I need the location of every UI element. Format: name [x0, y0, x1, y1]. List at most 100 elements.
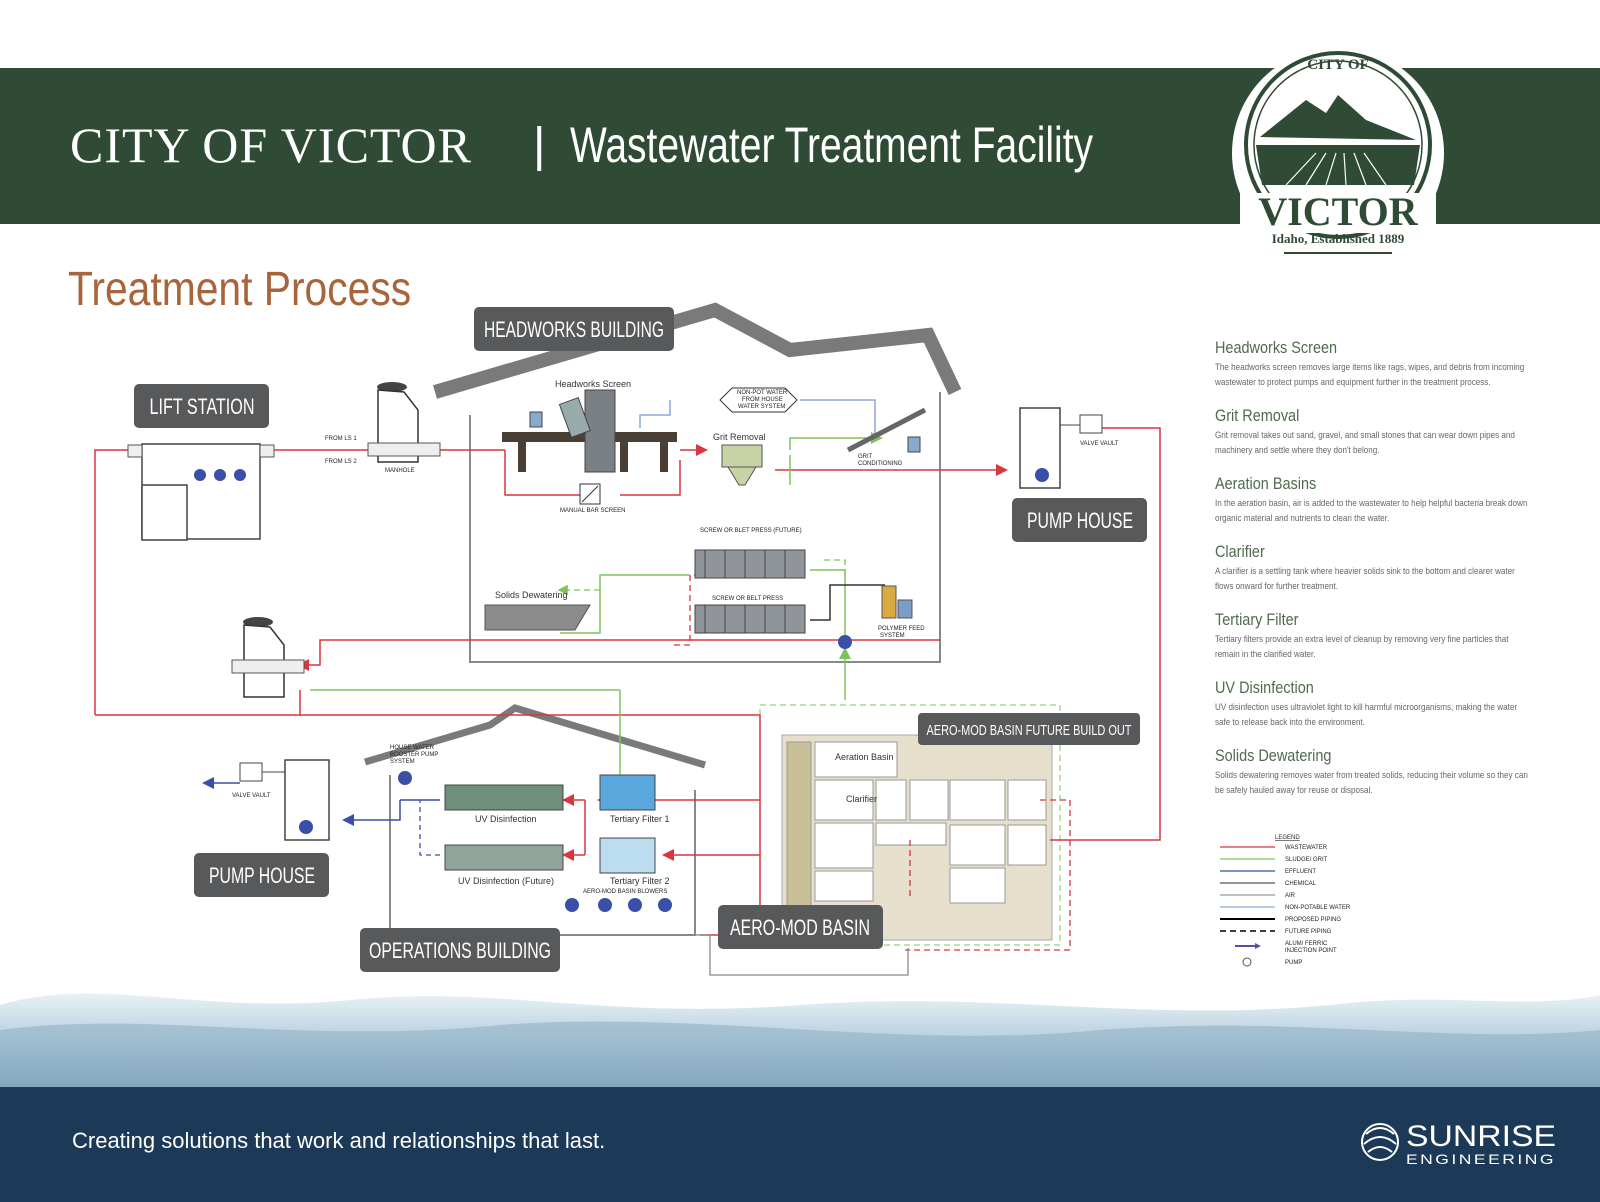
label-non-pot-water-2: FROM HOUSE: [742, 397, 783, 403]
desc-clarifier: Clarifier A clarifier is a settling tank…: [1215, 542, 1535, 594]
screw-press-future-icon: [694, 549, 806, 579]
header-city-name: CITY OF VICTOR: [70, 117, 473, 173]
legend-label-proposed: PROPOSED PIPING: [1285, 917, 1341, 923]
sunrise-engineering-logo: SUNRISE ENGINEERING: [1361, 1120, 1556, 1167]
desc-aeration-basins: Aeration Basins In the aeration basin, a…: [1215, 474, 1535, 526]
label-from-ls2: FROM LS 2: [325, 459, 357, 465]
footer-brand-sub: ENGINEERING: [1406, 1151, 1556, 1167]
label-screw-press-future: SCREW OR BLET PRESS (FUTURE): [700, 528, 802, 534]
desc-text: UV disinfection uses ultraviolet light t…: [1215, 702, 1518, 728]
desc-text: Grit removal takes out sand, gravel, and…: [1215, 430, 1515, 456]
desc-text: A clarifier is a settling tank where hea…: [1215, 566, 1515, 592]
tertiary-filter-2: [599, 837, 656, 874]
aeromod-basin-label: AERO-MOD BASIN: [730, 915, 870, 940]
legend-label-future: FUTURE PIPING: [1285, 929, 1332, 935]
aeromod-blowers-icon: [565, 898, 672, 912]
operations-building-label: OPERATIONS BUILDING: [369, 938, 551, 963]
label-polymer-1: POLYMER FEED: [878, 626, 925, 632]
desc-title: Solids Dewatering: [1215, 746, 1332, 765]
legend-label-effluent: EFFLUENT: [1285, 869, 1316, 875]
solids-dewatering-bin: [484, 604, 591, 631]
label-valve-vault-right: VALVE VAULT: [1080, 441, 1119, 447]
label-manhole: MANHOLE: [385, 468, 415, 474]
desc-title: Aeration Basins: [1215, 474, 1317, 493]
non-pot-water-badge: [719, 387, 798, 413]
desc-tertiary-filter: Tertiary Filter Tertiary filters provide…: [1215, 610, 1535, 662]
desc-title: Tertiary Filter: [1215, 610, 1299, 629]
header-title: Wastewater Treatment Facility: [570, 117, 1094, 173]
desc-text: Solids dewatering removes water from tre…: [1215, 770, 1528, 796]
aeromod-basin-label-box: [718, 905, 883, 949]
label-tertiary-1: Tertiary Filter 1: [610, 814, 670, 824]
uv-disinfection-future-unit: [444, 844, 564, 871]
pump-house-left-label: PUMP HOUSE: [209, 863, 315, 888]
legend-label-air: AIR: [1285, 893, 1296, 899]
grit-conditioning-conveyor: [846, 407, 927, 453]
pump-house-left-label-box: [194, 853, 329, 897]
aeromod-cells: [814, 741, 1047, 904]
legend-label-injection-1: ALUM/ FERRIC: [1285, 941, 1328, 947]
label-headworks-screen: Headworks Screen: [555, 379, 631, 389]
screw-press-icon: [694, 604, 806, 634]
desc-solids-dewatering: Solids Dewatering Solids dewatering remo…: [1215, 746, 1535, 798]
legend-label-sludge: SLUDGE/ GRIT: [1285, 857, 1328, 863]
label-grit-conditioning-2: CONDITIONING: [858, 461, 903, 467]
legend-label-injection-2: INJECTION POINT: [1285, 948, 1337, 954]
footer-tagline: Creating solutions that work and relatio…: [72, 1128, 606, 1153]
pump-house-left-pump-icon: [299, 820, 313, 834]
headworks-screen-equipment: [502, 389, 677, 473]
desc-title: Clarifier: [1215, 542, 1265, 561]
label-house-water-3: SYSTEM: [390, 759, 415, 765]
aeromod-future-label: AERO-MOD BASIN FUTURE BUILD OUT: [927, 722, 1132, 739]
desc-headworks-screen: Headworks Screen The headworks screen re…: [1215, 338, 1535, 390]
label-manual-bar-screen: MANUAL BAR SCREEN: [560, 508, 625, 514]
polymer-feed-icon: [881, 585, 897, 619]
desc-text: The headworks screen removes large items…: [1215, 362, 1525, 388]
aeromod-future-label-box: [918, 713, 1140, 745]
label-tertiary-2: Tertiary Filter 2: [610, 876, 670, 886]
seal-subtitle: Idaho, Established 1889: [1272, 231, 1405, 246]
valve-vault-left-icon: [239, 762, 263, 782]
footer-bar: [0, 1087, 1600, 1202]
desc-grit-removal: Grit Removal Grit removal takes out sand…: [1215, 406, 1535, 458]
operations-building-label-box: [360, 928, 560, 972]
sludge-pump-icon: [838, 635, 852, 649]
label-aeration-basin: Aeration Basin: [835, 752, 894, 762]
valve-vault-right-icon: [1079, 414, 1103, 434]
seal-name: VICTOR: [1258, 189, 1418, 234]
legend-label-wastewater: WASTEWATER: [1285, 845, 1328, 851]
headworks-building-label: HEADWORKS BUILDING: [484, 317, 664, 342]
headworks-building-label-box: [474, 307, 674, 351]
sunrise-swirl-icon: [1361, 1123, 1399, 1161]
lift-station-pumps-icon: [194, 469, 246, 481]
process-descriptions: Headworks Screen The headworks screen re…: [1215, 338, 1535, 814]
label-valve-vault-left: VALVE VAULT: [232, 793, 271, 799]
label-screw-press: SCREW OR BELT PRESS: [712, 596, 783, 602]
pump-house-right-label-box: [1012, 498, 1147, 542]
treatment-process-diagram: MANHOLE FROM LS 1 FROM LS 2 Headworks Sc…: [94, 302, 1161, 976]
lift-station-label: LIFT STATION: [150, 394, 255, 419]
label-house-water-1: HOUSE WATER: [390, 745, 435, 751]
pump-house-right-pump-icon: [1035, 468, 1049, 482]
desc-text: Tertiary filters provide an extra level …: [1215, 634, 1509, 660]
desc-title: Headworks Screen: [1215, 338, 1338, 357]
label-house-water-2: BOOSTER PUMP: [390, 752, 438, 758]
label-from-ls1: FROM LS 1: [325, 436, 357, 442]
label-uv: UV Disinfection: [475, 814, 537, 824]
manhole-left-icon: [231, 617, 305, 698]
desc-title: Grit Removal: [1215, 406, 1300, 425]
section-title: Treatment Process: [68, 263, 412, 316]
legend-title: LEGEND: [1275, 835, 1300, 841]
label-grit-removal: Grit Removal: [713, 432, 766, 442]
desc-title: UV Disinfection: [1215, 678, 1314, 697]
legend-pump-icon: [1242, 957, 1252, 967]
house-water-booster-pump-icon: [398, 771, 412, 785]
label-blowers: AERO-MOD BASIN BLOWERS: [583, 889, 667, 895]
pump-house-right-label: PUMP HOUSE: [1027, 508, 1133, 533]
manhole-icon: [367, 382, 441, 463]
grit-removal-icon: [721, 444, 763, 486]
label-non-pot-water-1: NON-POT WATER: [737, 390, 788, 396]
lift-station-label-box: [134, 384, 269, 428]
water-wave-graphic: [0, 993, 1600, 1090]
header-separator: |: [533, 119, 546, 172]
